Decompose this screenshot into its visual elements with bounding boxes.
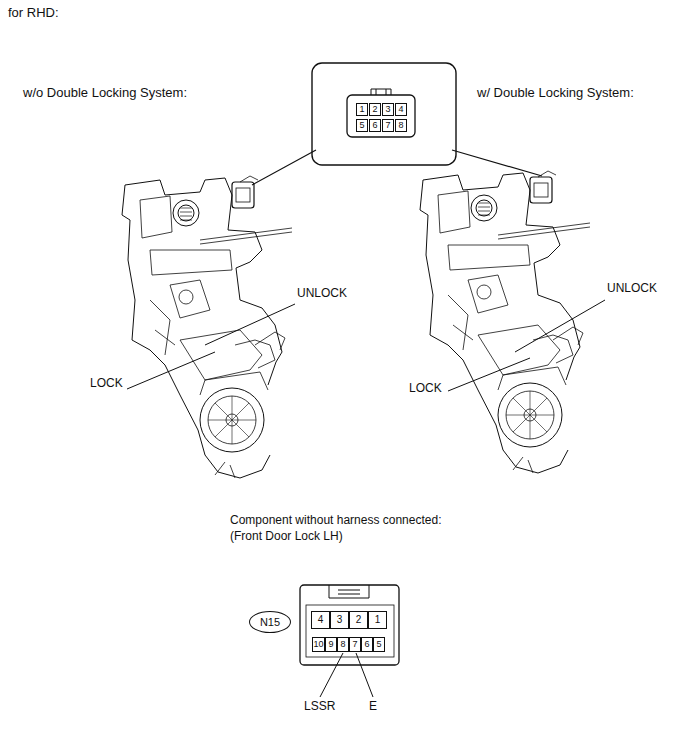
connector-pin: 3 [382,103,394,116]
pin-number: 8 [340,640,345,649]
connector-pin: 1 [356,103,368,116]
pin-number: 7 [385,121,390,130]
connector-pin: 2 [349,611,368,629]
pin-number: 10 [313,640,323,649]
connector-pin: 6 [361,637,373,652]
connector-pin: 5 [373,637,385,652]
note-text: Component without harness connected: [230,513,441,527]
connector-pin: 4 [395,103,407,116]
terminal-name: LSSR [304,699,335,713]
pin-number: 3 [337,615,343,625]
connector-pin: 7 [349,637,361,652]
position-label: UNLOCK [607,281,657,295]
pin-number: 6 [364,640,369,649]
connector-pin: 1 [368,611,387,629]
pin-number: 2 [372,105,377,114]
pin-number: 2 [356,615,362,625]
connector-pin: 6 [369,119,381,132]
pin-number: 7 [352,640,357,649]
pin-number: 8 [398,121,403,130]
connector-pin: 8 [337,637,349,652]
connector-pin: 9 [325,637,337,652]
connector-code: N15 [260,617,280,628]
pin-number: 6 [372,121,377,130]
pin-number: 3 [385,105,390,114]
connector-pin: 8 [395,119,407,132]
pin-number: 4 [398,105,403,114]
connector-pin: 3 [330,611,349,629]
pin-number: 5 [359,121,364,130]
position-label: LOCK [409,381,442,395]
terminal-name: E [369,699,377,713]
connector-pin: 4 [311,611,330,629]
position-label: LOCK [90,376,123,390]
connector-pin: 2 [369,103,381,116]
connector-code-oval: N15 [249,611,291,633]
pin-number: 1 [375,615,381,625]
connector-pin: 10 [312,637,325,652]
page-heading: for RHD: [8,6,59,20]
note-text: (Front Door Lock LH) [230,529,343,543]
pin-number: 1 [359,105,364,114]
system-variant-label: w/o Double Locking System: [23,86,187,100]
pin-number: 4 [318,615,324,625]
position-label: UNLOCK [297,286,347,300]
connector-pin: 7 [382,119,394,132]
system-variant-label: w/ Double Locking System: [477,86,634,100]
pin-number: 5 [376,640,381,649]
pin-number: 9 [328,640,333,649]
connector-pin: 5 [356,119,368,132]
